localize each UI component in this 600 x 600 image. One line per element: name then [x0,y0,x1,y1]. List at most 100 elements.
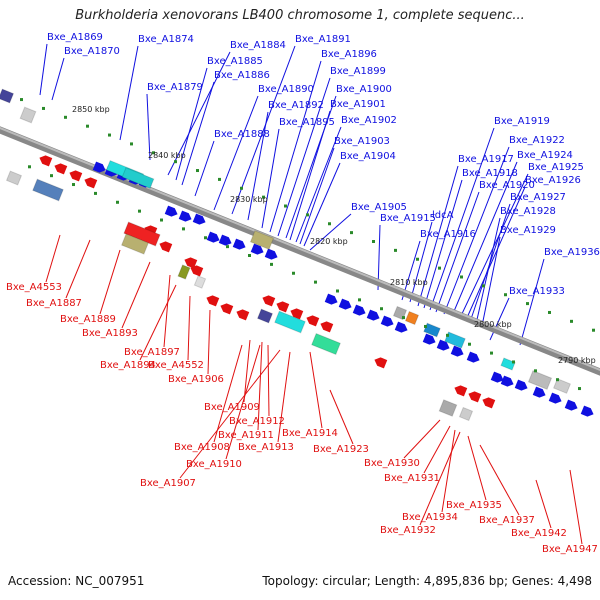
reverse-gene-label[interactable]: Bxe_A1907 [140,478,196,489]
forward-gene-label[interactable]: Bxe_A1924 [517,150,573,161]
forward-gene-label[interactable]: Bxe_A1892 [268,100,324,111]
reverse-cds-arrow[interactable] [83,176,98,189]
forward-gene-label[interactable]: Bxe_A1920 [479,180,535,191]
forward-gene-box[interactable] [404,310,420,326]
forward-cds-arrow[interactable] [580,405,595,419]
forward-gene-label[interactable]: Bxe_A1884 [230,40,286,51]
forward-cds-arrow[interactable] [436,339,451,353]
forward-gene-label[interactable]: Bxe_A1900 [336,84,392,95]
forward-gene-label[interactable]: Bxe_A1896 [321,49,377,60]
forward-cds-arrow[interactable] [164,205,179,219]
reverse-cds-arrow[interactable] [373,356,388,369]
forward-rna-box[interactable] [500,357,516,371]
forward-gene-label[interactable]: ldcA [432,210,454,221]
reverse-cds-arrow[interactable] [453,384,468,397]
forward-gene-label[interactable]: Bxe_A1919 [494,116,550,127]
reverse-cds-arrow[interactable] [467,390,482,403]
reverse-cds-arrow[interactable] [261,294,276,307]
reverse-gene-label[interactable]: Bxe_A1912 [229,416,285,427]
reverse-rna-box[interactable] [311,332,341,356]
forward-cds-arrow[interactable] [500,375,515,389]
reverse-cds-arrow[interactable] [481,396,496,409]
reverse-gene-label[interactable]: Bxe_A1911 [218,430,274,441]
reverse-gene-label[interactable]: Bxe_A1934 [402,512,458,523]
forward-cds-arrow[interactable] [206,231,221,245]
reverse-gene-label[interactable]: Bxe_A1887 [26,298,82,309]
forward-gene-label[interactable]: Bxe_A1933 [509,286,565,297]
reverse-gene-label[interactable]: Bxe_A1942 [511,528,567,539]
forward-cds-arrow[interactable] [352,304,367,318]
reverse-pseudo-box[interactable] [5,170,23,186]
reverse-gene-label[interactable]: Bxe_A1914 [282,428,338,439]
forward-gene-label[interactable]: Bxe_A1917 [458,154,514,165]
forward-gene-label[interactable]: Bxe_A1905 [351,202,407,213]
forward-gene-label[interactable]: Bxe_A1925 [528,162,584,173]
reverse-pseudo-box[interactable] [193,275,207,289]
forward-cds-arrow[interactable] [514,379,529,393]
forward-pseudo-box[interactable] [527,370,553,390]
forward-gene-label[interactable]: Bxe_A1922 [509,135,565,146]
forward-gene-label[interactable]: Bxe_A1901 [330,99,386,110]
forward-cds-arrow[interactable] [450,345,465,359]
reverse-gene-label[interactable]: Bxe_A4552 [148,360,204,371]
reverse-gene-box[interactable] [256,308,274,324]
forward-gene-label[interactable]: Bxe_A1904 [340,151,396,162]
reverse-pseudo-box[interactable] [458,406,474,422]
forward-gene-label[interactable]: Bxe_A1918 [462,168,518,179]
forward-gene-label[interactable]: Bxe_A1916 [420,229,476,240]
forward-gene-label[interactable]: Bxe_A1915 [380,213,436,224]
reverse-gene-box[interactable] [32,178,64,202]
reverse-gene-label[interactable]: Bxe_A4553 [6,282,62,293]
forward-cds-arrow[interactable] [92,161,107,175]
forward-cds-arrow[interactable] [466,351,481,365]
forward-cds-arrow[interactable] [422,333,437,347]
reverse-gene-label[interactable]: Bxe_A1897 [124,347,180,358]
reverse-cds-arrow[interactable] [289,307,304,320]
forward-cds-arrow[interactable] [232,238,247,252]
reverse-gene-label[interactable]: Bxe_A1908 [174,442,230,453]
reverse-cds-arrow[interactable] [319,320,334,333]
forward-gene-label[interactable]: Bxe_A1936 [544,247,600,258]
forward-cds-arrow[interactable] [264,248,279,262]
reverse-gene-label[interactable]: Bxe_A1893 [82,328,138,339]
forward-gene-label[interactable]: Bxe_A1870 [64,46,120,57]
forward-cds-arrow[interactable] [338,298,353,312]
reverse-cds-arrow[interactable] [53,162,68,175]
forward-gene-label[interactable]: Bxe_A1927 [510,192,566,203]
reverse-pseudo-box[interactable] [438,399,458,417]
forward-gene-label[interactable]: Bxe_A1902 [341,115,397,126]
reverse-cds-arrow[interactable] [235,308,250,321]
forward-gene-label[interactable]: Bxe_A1874 [138,34,194,45]
forward-gene-label[interactable]: Bxe_A1869 [47,32,103,43]
forward-gene-box[interactable] [249,230,275,250]
forward-gene-label[interactable]: Bxe_A1895 [279,117,335,128]
forward-gene-label[interactable]: Bxe_A1929 [500,225,556,236]
reverse-gene-label[interactable]: Bxe_A1906 [168,374,224,385]
forward-gene-label[interactable]: Bxe_A1903 [334,136,390,147]
forward-cds-arrow[interactable] [366,309,381,323]
forward-gene-box[interactable] [0,88,15,104]
reverse-gene-label[interactable]: Bxe_A1923 [313,444,369,455]
reverse-gene-label[interactable]: Bxe_A1935 [446,500,502,511]
forward-gene-label[interactable]: Bxe_A1926 [525,175,581,186]
forward-gene-label[interactable]: Bxe_A1890 [258,84,314,95]
reverse-gene-label[interactable]: Bxe_A1937 [479,515,535,526]
forward-cds-arrow[interactable] [192,213,207,227]
forward-gene-label[interactable]: Bxe_A1888 [214,129,270,140]
forward-gene-label[interactable]: Bxe_A1886 [214,70,270,81]
forward-cds-arrow[interactable] [564,399,579,413]
forward-pseudo-box[interactable] [552,378,572,394]
reverse-gene-box[interactable] [120,233,150,255]
forward-pseudo-box[interactable] [19,106,37,124]
forward-cds-arrow[interactable] [218,234,233,248]
forward-cds-arrow[interactable] [394,321,409,335]
forward-cds-arrow[interactable] [490,371,505,385]
reverse-cds-arrow[interactable] [68,169,83,182]
forward-gene-label[interactable]: Bxe_A1899 [330,66,386,77]
forward-rna-box[interactable] [121,167,155,189]
reverse-cds-arrow[interactable] [158,240,173,253]
forward-gene-label[interactable]: Bxe_A1885 [207,56,263,67]
reverse-gene-label[interactable]: Bxe_A1909 [204,402,260,413]
reverse-gene-box[interactable] [177,264,191,280]
